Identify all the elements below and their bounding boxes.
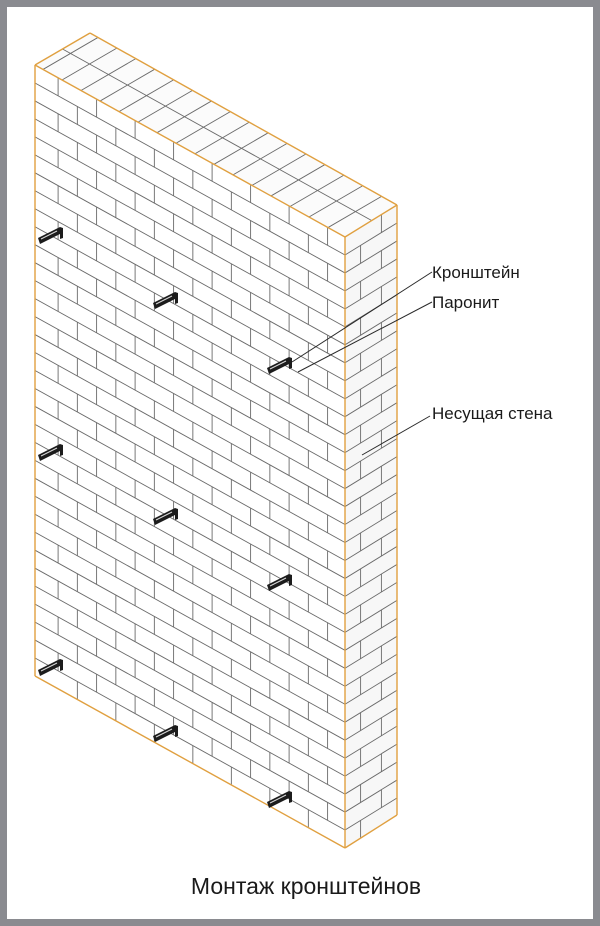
bracket-icon — [153, 292, 178, 309]
wall-outline — [34, 32, 398, 849]
bracket-icon — [153, 725, 178, 742]
label-load-bearing-wall: Несущая стена — [432, 404, 553, 423]
top-face-brickwork — [42, 37, 384, 228]
leader-line-bracket — [291, 271, 433, 363]
wall-faces — [35, 33, 397, 848]
bracket-icon — [267, 574, 292, 591]
front-face-brickwork — [35, 77, 345, 831]
bracket-icon — [153, 508, 178, 525]
bracket-icon — [267, 357, 292, 374]
leader-line-paronite — [297, 301, 433, 373]
bracket-icon — [38, 227, 63, 244]
brackets — [38, 227, 292, 808]
figure-caption: Монтаж кронштейнов — [190, 873, 422, 899]
bracket-icon — [38, 444, 63, 461]
label-paronite: Паронит — [432, 293, 500, 312]
bracket-icon — [267, 791, 292, 808]
label-bracket: Кронштейн — [432, 263, 520, 282]
leader-lines — [291, 271, 433, 456]
bracket-icon — [38, 659, 63, 676]
leader-line-wall — [361, 415, 431, 456]
side-face-brickwork — [345, 214, 397, 839]
